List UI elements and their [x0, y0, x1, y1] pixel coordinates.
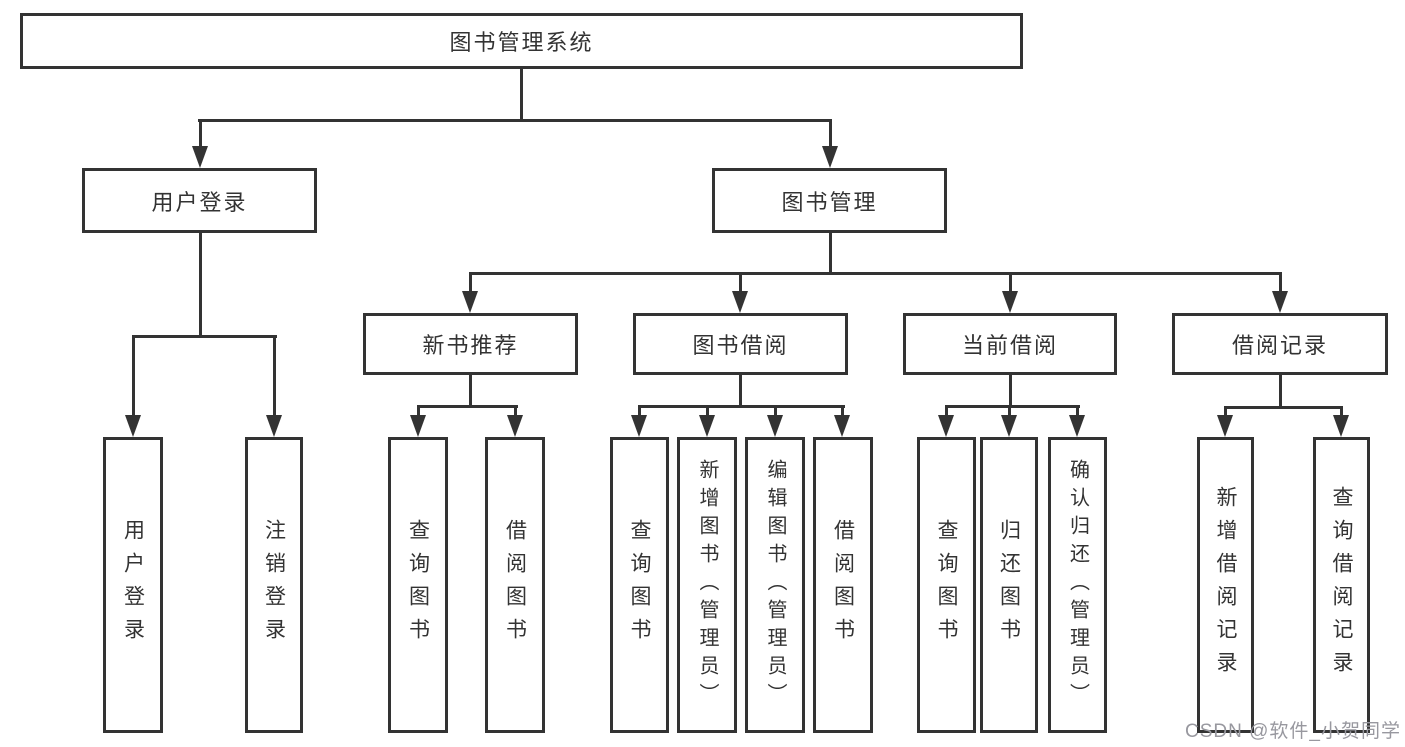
connector-new-book-branch: [417, 405, 518, 408]
connector-book-borrow-stem: [739, 375, 742, 407]
node-book-management-label: 图书管理: [781, 189, 878, 215]
arrowhead-leaf-bb-edit: [767, 415, 783, 437]
arrowhead-book-management: [822, 146, 838, 168]
node-root: 图书管理系统: [20, 13, 1023, 69]
leaf-rec-query-book: 查询图书: [388, 437, 448, 733]
node-user-login: 用户登录: [82, 168, 317, 233]
connector-to-leaf-br-add: [1224, 406, 1227, 419]
node-borrow-records-label: 借阅记录: [1231, 333, 1328, 358]
leaf-cb-return-book: 归还图书: [980, 437, 1038, 733]
connector-to-leaf-cb-confirm: [1076, 405, 1079, 419]
node-book-borrow-label: 图书借阅: [692, 333, 789, 358]
leaf-rec-borrow-book: 借阅图书: [485, 437, 545, 733]
leaf-br-query-record: 查询借阅记录: [1313, 437, 1370, 733]
node-user-login-label: 用户登录: [151, 189, 248, 215]
node-new-book-recommend: 新书推荐: [363, 313, 578, 375]
connector-to-leaf-user-login: [132, 335, 135, 418]
arrowhead-leaf-cb-query: [938, 415, 954, 437]
connector-to-leaf-rec-query: [417, 405, 420, 419]
connector-to-current-borrow: [1009, 272, 1012, 296]
connector-level2-branch: [198, 119, 832, 122]
connector-user-login-stem: [199, 233, 202, 337]
leaf-rec-borrow-book-label: 借阅图书: [503, 519, 527, 651]
leaf-br-query-record-label: 查询借阅记录: [1330, 486, 1353, 684]
leaf-bb-query-book-label: 查询图书: [628, 519, 651, 651]
node-borrow-records: 借阅记录: [1172, 313, 1388, 375]
leaf-bb-edit-book: 编辑图书（管理员）: [745, 437, 805, 733]
arrowhead-leaf-bb-query: [631, 415, 647, 437]
leaf-cb-query-book-label: 查询图书: [935, 519, 958, 651]
connector-to-leaf-bb-add: [706, 405, 709, 419]
leaf-user-login-label: 用户登录: [121, 519, 145, 651]
connector-to-user-login: [199, 119, 202, 150]
connector-to-leaf-rec-borrow: [514, 405, 517, 419]
connector-borrow-records-stem: [1279, 375, 1282, 408]
arrowhead-book-borrow: [732, 291, 748, 313]
connector-borrow-records-branch: [1224, 406, 1343, 409]
arrowhead-leaf-rec-borrow: [507, 415, 523, 437]
leaf-bb-add-book-label: 新增图书（管理员）: [696, 459, 718, 711]
csdn-watermark: CSDN @软件_小贺同学: [1185, 721, 1401, 742]
leaf-bb-add-book: 新增图书（管理员）: [677, 437, 737, 733]
arrowhead-borrow-records: [1272, 291, 1288, 313]
leaf-bb-borrow-book-label: 借阅图书: [831, 519, 855, 651]
leaf-logout-label: 注销登录: [262, 519, 286, 651]
leaf-logout: 注销登录: [245, 437, 303, 733]
connector-to-leaf-cb-return: [1008, 405, 1011, 419]
connector-to-leaf-bb-query: [638, 405, 641, 419]
arrowhead-leaf-logout: [266, 415, 282, 437]
leaf-cb-confirm-return-label: 确认归还（管理员）: [1066, 459, 1089, 711]
arrowhead-leaf-user-login: [125, 415, 141, 437]
leaf-user-login: 用户登录: [103, 437, 163, 733]
arrowhead-leaf-br-add: [1217, 415, 1233, 437]
leaf-rec-query-book-label: 查询图书: [406, 519, 430, 651]
connector-to-new-book: [469, 272, 472, 296]
node-book-management: 图书管理: [712, 168, 947, 233]
node-root-label: 图书管理系统: [449, 30, 594, 55]
arrowhead-leaf-cb-return: [1001, 415, 1017, 437]
arrowhead-current-borrow: [1002, 291, 1018, 313]
connector-book-mgmt-stem: [829, 233, 832, 274]
connector-user-login-branch: [132, 335, 277, 338]
arrowhead-leaf-bb-add: [699, 415, 715, 437]
leaf-br-add-record-label: 新增借阅记录: [1214, 486, 1237, 684]
leaf-bb-query-book: 查询图书: [610, 437, 669, 733]
leaf-cb-return-book-label: 归还图书: [997, 519, 1021, 651]
connector-current-borrow-branch: [945, 405, 1080, 408]
connector-to-leaf-cb-query: [945, 405, 948, 419]
connector-to-leaf-bb-edit: [774, 405, 777, 419]
arrowhead-leaf-cb-confirm: [1069, 415, 1085, 437]
connector-to-leaf-bb-borrow: [841, 405, 844, 419]
connector-new-book-stem: [469, 375, 472, 407]
connector-book-borrow-branch: [638, 405, 845, 408]
arrowhead-leaf-br-query: [1333, 415, 1349, 437]
node-new-book-recommend-label: 新书推荐: [422, 333, 519, 358]
leaf-br-add-record: 新增借阅记录: [1197, 437, 1254, 733]
leaf-cb-query-book: 查询图书: [917, 437, 976, 733]
connector-level3-branch: [469, 272, 1282, 275]
arrowhead-leaf-rec-query: [410, 415, 426, 437]
connector-to-book-borrow: [739, 272, 742, 296]
leaf-bb-edit-book-label: 编辑图书（管理员）: [764, 459, 786, 711]
arrowhead-leaf-bb-borrow: [834, 415, 850, 437]
node-current-borrow-label: 当前借阅: [961, 333, 1058, 358]
connector-to-book-management: [829, 119, 832, 150]
leaf-cb-confirm-return: 确认归还（管理员）: [1048, 437, 1107, 733]
node-current-borrow: 当前借阅: [903, 313, 1117, 375]
node-book-borrow: 图书借阅: [633, 313, 848, 375]
arrowhead-new-book: [462, 291, 478, 313]
connector-to-borrow-records: [1279, 272, 1282, 296]
connector-to-leaf-br-query: [1340, 406, 1343, 419]
connector-current-borrow-stem: [1009, 375, 1012, 407]
connector-root-stem: [520, 69, 523, 121]
leaf-bb-borrow-book: 借阅图书: [813, 437, 873, 733]
connector-to-leaf-logout: [273, 335, 276, 418]
arrowhead-user-login: [192, 146, 208, 168]
